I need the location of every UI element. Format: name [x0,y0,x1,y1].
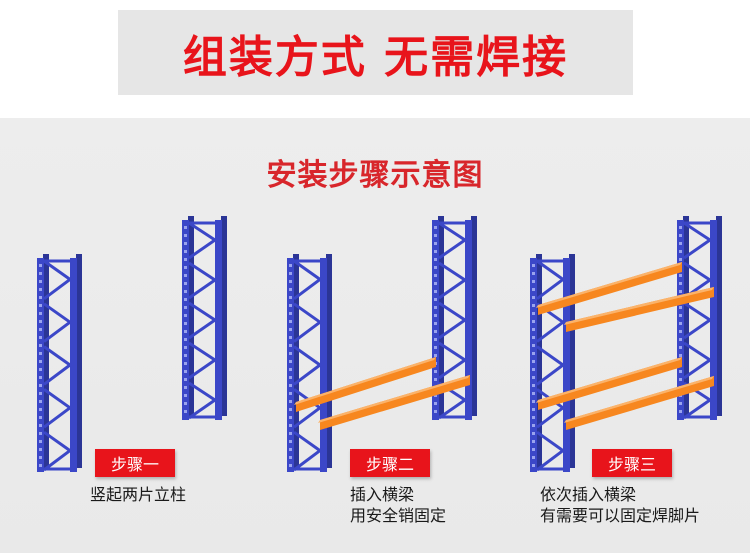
step-2-upright-left [287,254,332,472]
step-1-description: 竖起两片立柱 [90,484,186,505]
step-3-beam-low-back [536,357,682,410]
step-2-beam-lower [294,357,436,412]
step-1-upright-left [37,254,82,472]
step-3-beam-top-front [564,287,714,332]
banner-title: 组装方式 无需焊接 [182,31,569,83]
step-3-beam-top-back [536,262,682,315]
step-3-line-2: 有需要可以固定焊脚片 [540,506,701,525]
step-3-line-1: 依次插入横梁 [540,485,637,504]
step-3-upright-right [677,216,722,420]
step-1-badge: 步骤一 [95,449,175,477]
step-2-beam-upper-front [318,375,470,430]
step-2-line-2: 用安全销固定 [350,506,447,525]
step-1-upright-right [182,216,227,420]
step-3-badge: 步骤三 [592,449,672,477]
step-2-badge: 步骤二 [350,449,430,477]
step-2-line-1: 插入横梁 [350,485,415,504]
step-3-beam-low-front [564,376,714,430]
diagram-panel: 安装步骤示意图 [0,118,750,553]
step-3-description: 依次插入横梁 有需要可以固定焊脚片 [540,484,700,526]
diagram-title: 安装步骤示意图 [266,158,484,193]
step-3-upright-left [530,254,575,472]
step-1-line-1: 竖起两片立柱 [90,485,187,504]
step-2-description: 插入横梁 用安全销固定 [350,484,446,526]
header-banner: 组装方式 无需焊接 [118,10,633,95]
